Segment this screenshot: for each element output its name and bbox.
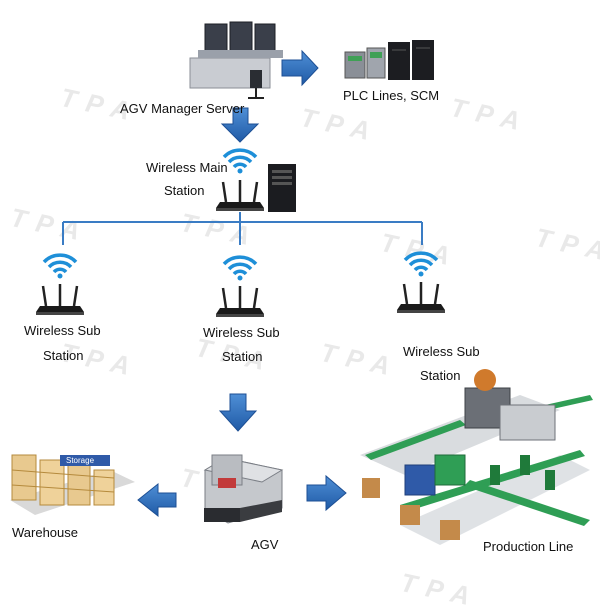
wireless-main-label-line1: Wireless Main (146, 160, 228, 175)
plc-rack-icon (344, 40, 434, 80)
warehouse-illustration (10, 454, 135, 515)
production-line-label: Production Line (483, 539, 574, 554)
sub-router-icon (214, 284, 266, 319)
system-diagram (10, 21, 593, 545)
sub-router-icon (395, 280, 447, 315)
agv-label: AGV (251, 537, 279, 552)
sub-station-1-label-line2: Station (43, 348, 84, 363)
wifi-icon (222, 255, 258, 283)
sub-station-2-label-line1: Wireless Sub (203, 325, 280, 340)
agv-manager-server-label: AGV Manager Server (120, 101, 245, 116)
plc-lines-label: PLC Lines, SCM (343, 88, 440, 103)
arrow-down-to-agv (218, 393, 258, 432)
storage-sign: Storage (66, 456, 95, 465)
main-router-icon (214, 178, 266, 213)
wifi-icon (42, 253, 78, 281)
sub-router-icon (34, 282, 86, 317)
network-lines (62, 212, 423, 245)
warehouse-label: Warehouse (12, 525, 78, 540)
server-workstation-icon (189, 21, 283, 99)
sub-station-1-label-line1: Wireless Sub (24, 323, 101, 338)
wireless-main-label-line2: Station (164, 183, 205, 198)
arrow-right-to-plc (281, 49, 319, 87)
arrow-right-to-production (306, 474, 347, 512)
wifi-icon (222, 148, 258, 176)
arrow-down-to-main-station (220, 107, 260, 143)
agv-vehicle-icon (203, 454, 284, 524)
sub-station-3-label-line2: Station (420, 368, 461, 383)
arrow-left-to-warehouse (137, 482, 177, 518)
production-line-illustration (360, 369, 593, 545)
sub-station-2-label-line2: Station (222, 349, 263, 364)
server-tower-icon (268, 164, 296, 212)
wifi-icon (403, 251, 439, 279)
sub-station-3-label-line1: Wireless Sub (403, 344, 480, 359)
